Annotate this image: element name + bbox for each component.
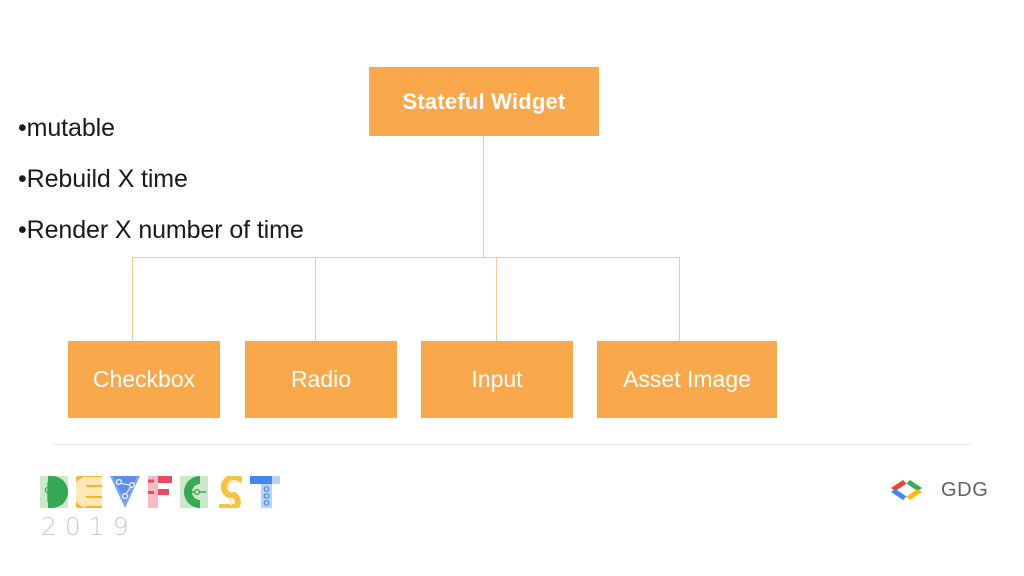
node-stateful-widget: Stateful Widget xyxy=(369,67,599,136)
devfest-letter-v-icon xyxy=(110,476,140,508)
connector-drop-input xyxy=(496,257,497,342)
node-asset-image: Asset Image xyxy=(597,341,777,418)
devfest-letter-f-icon xyxy=(148,476,172,508)
devfest-letter-e2-icon xyxy=(180,476,208,508)
connector-trunk xyxy=(483,136,484,258)
devfest-year: 2019 xyxy=(41,512,137,541)
bullet-item-0: •mutable xyxy=(18,114,115,142)
connector-drop-asset-image xyxy=(679,257,680,342)
devfest-letter-s-icon xyxy=(219,476,242,508)
footer-divider xyxy=(52,444,972,445)
gdg-label: GDG xyxy=(941,478,989,501)
devfest-letter-e1-icon xyxy=(76,476,102,508)
node-checkbox: Checkbox xyxy=(68,341,220,418)
gdg-logo: GDG xyxy=(884,476,988,504)
connector-drop-checkbox xyxy=(132,257,133,342)
connector-busbar xyxy=(132,257,680,258)
node-input: Input xyxy=(421,341,573,418)
devfest-letter-d-icon xyxy=(40,476,68,508)
node-radio: Radio xyxy=(245,341,397,418)
connector-drop-radio xyxy=(315,257,316,342)
gdg-chevrons-icon xyxy=(891,480,922,500)
bullet-list: •mutable •Rebuild X time •Render X numbe… xyxy=(18,103,363,256)
devfest-logo: 2019 xyxy=(40,476,280,542)
devfest-letter-t-icon xyxy=(250,476,280,508)
bullet-item-2: •Render X number of time xyxy=(18,216,304,244)
devfest-wordmark xyxy=(40,476,280,508)
bullet-item-1: •Rebuild X time xyxy=(18,165,188,193)
